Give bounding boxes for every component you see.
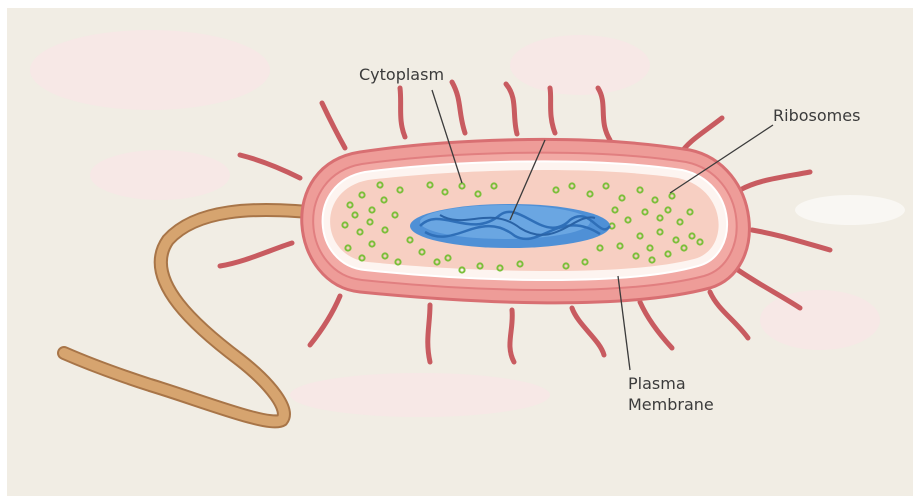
ribosomes-label: Ribosomes	[773, 106, 860, 125]
plasma-membrane-label-line1: Plasma	[628, 374, 686, 393]
nucleoid	[410, 204, 610, 248]
cytoplasm-label: Cytoplasm	[359, 65, 444, 84]
plasma-membrane-label-line2: Membrane	[628, 395, 714, 414]
